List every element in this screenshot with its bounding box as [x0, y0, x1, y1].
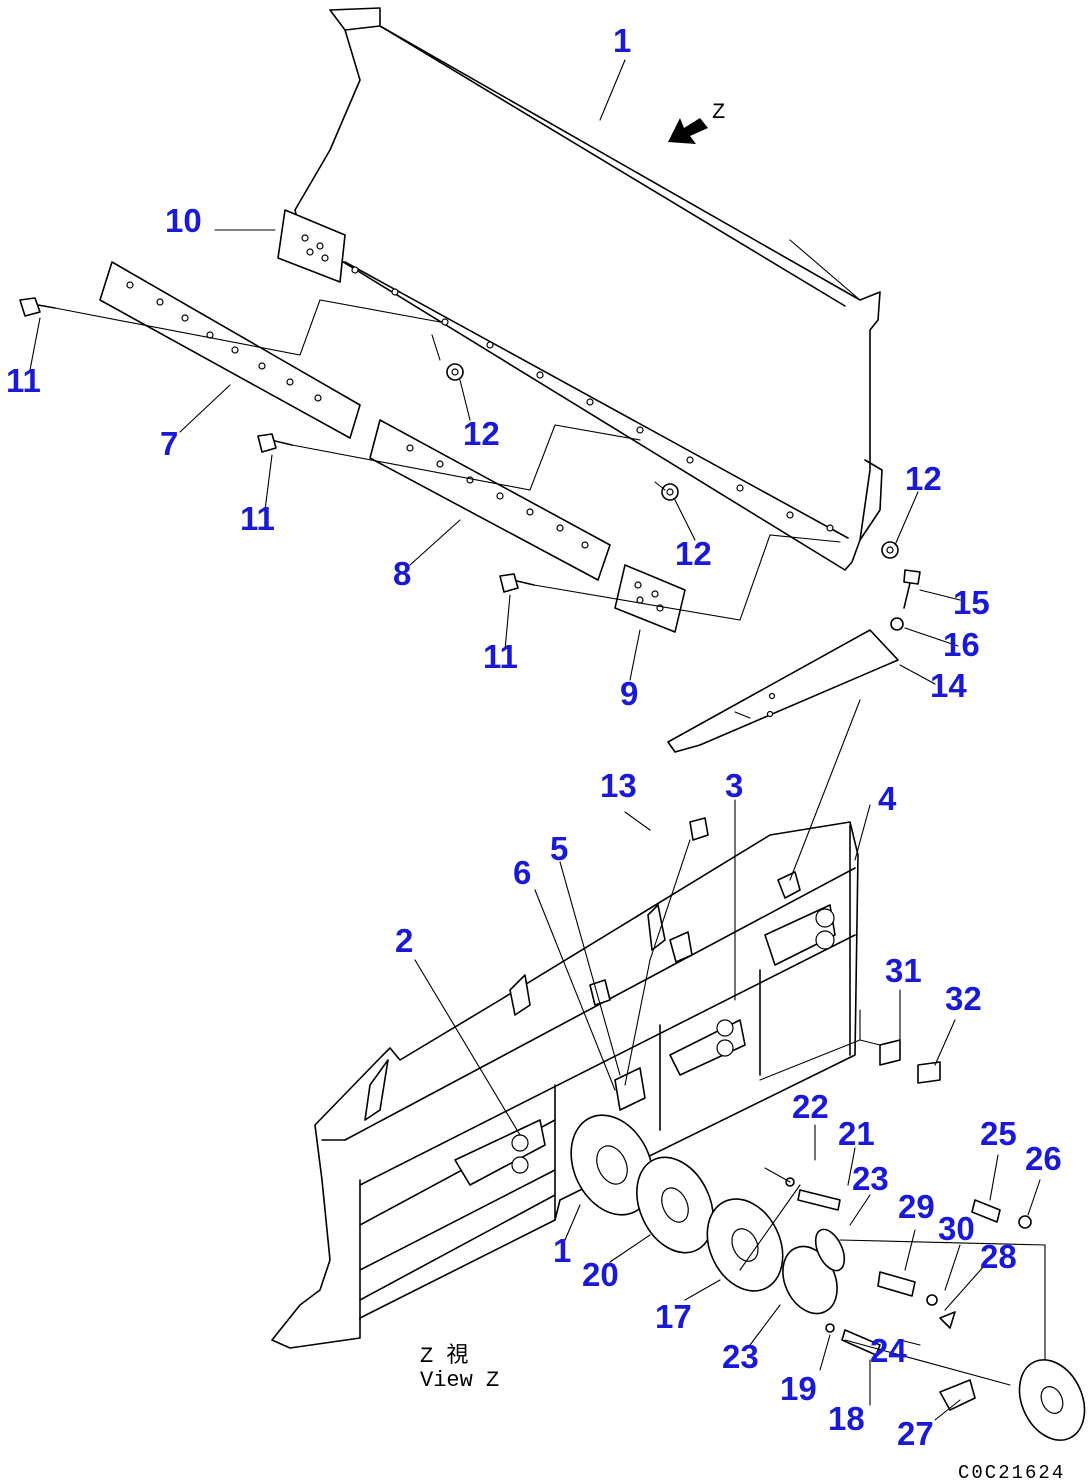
- callout-21: 21: [838, 1115, 875, 1152]
- callout-12-a: 12: [463, 415, 500, 452]
- callout-1-hub: 1: [553, 1232, 571, 1269]
- view-caption-en: View Z: [420, 1368, 499, 1393]
- callout-31: 31: [885, 952, 922, 989]
- callout-19: 19: [780, 1370, 817, 1407]
- callout-29: 29: [898, 1188, 935, 1225]
- callout-5: 5: [550, 830, 568, 867]
- callout-12-b: 12: [675, 535, 712, 572]
- callout-4: 4: [878, 780, 897, 817]
- corner-bit-10: [277, 209, 346, 283]
- callout-14: 14: [930, 667, 967, 704]
- callout-8: 8: [393, 555, 411, 592]
- corner-bit-9: [614, 564, 686, 633]
- plate-14: [667, 629, 899, 753]
- callout-23-b: 23: [722, 1338, 759, 1375]
- callout-3: 3: [725, 767, 743, 804]
- bolts-11: [19, 297, 535, 593]
- hardware: [689, 817, 1032, 1411]
- view-z-arrow: Z: [668, 100, 725, 144]
- leader-lines: [54, 299, 841, 621]
- callout-24: 24: [870, 1332, 907, 1369]
- callout-27: 27: [897, 1415, 934, 1452]
- hub-plates: [570, 1114, 1086, 1441]
- callout-30: 30: [938, 1210, 975, 1247]
- callout-12-c: 12: [905, 460, 942, 497]
- callout-2: 2: [395, 922, 413, 959]
- cutting-edge-7: [99, 261, 361, 439]
- callout-17: 17: [655, 1298, 692, 1335]
- drawing-reference: C0C21624: [958, 1462, 1065, 1482]
- callout-20: 20: [582, 1256, 619, 1293]
- callout-26: 26: [1025, 1140, 1062, 1177]
- view-z-marker: Z: [712, 100, 725, 125]
- blade-frame: [271, 821, 859, 1349]
- callout-15: 15: [953, 584, 990, 621]
- nuts-12: [446, 363, 899, 559]
- callout-32: 32: [945, 980, 982, 1017]
- bolt-15: [903, 569, 921, 609]
- callout-13: 13: [600, 767, 637, 804]
- callout-18: 18: [828, 1400, 865, 1437]
- callout-11-a: 11: [6, 362, 41, 399]
- callout-7: 7: [160, 425, 178, 462]
- callout-11-b: 11: [240, 500, 275, 537]
- assembly-lines: [624, 699, 1046, 1386]
- callout-22: 22: [792, 1088, 829, 1125]
- callout-numbers: 1 2 3 4 5 6 7 8 9 10 11 11 11 12 12 12 1…: [6, 22, 1062, 1452]
- callout-1-blade: 1: [613, 22, 631, 59]
- callout-6: 6: [513, 854, 531, 891]
- blade-moldboard: [277, 7, 883, 571]
- callout-16: 16: [943, 626, 980, 663]
- callout-leaders: [29, 59, 1041, 1421]
- callout-25: 25: [980, 1115, 1017, 1152]
- washer-16: [890, 617, 904, 631]
- callout-11-c: 11: [483, 638, 518, 675]
- callout-28: 28: [980, 1238, 1017, 1275]
- callout-9: 9: [620, 675, 638, 712]
- view-caption-jp: Z 視: [420, 1343, 468, 1369]
- callout-10: 10: [165, 202, 202, 239]
- callout-23-a: 23: [852, 1160, 889, 1197]
- blade-edge-holes: [351, 266, 834, 532]
